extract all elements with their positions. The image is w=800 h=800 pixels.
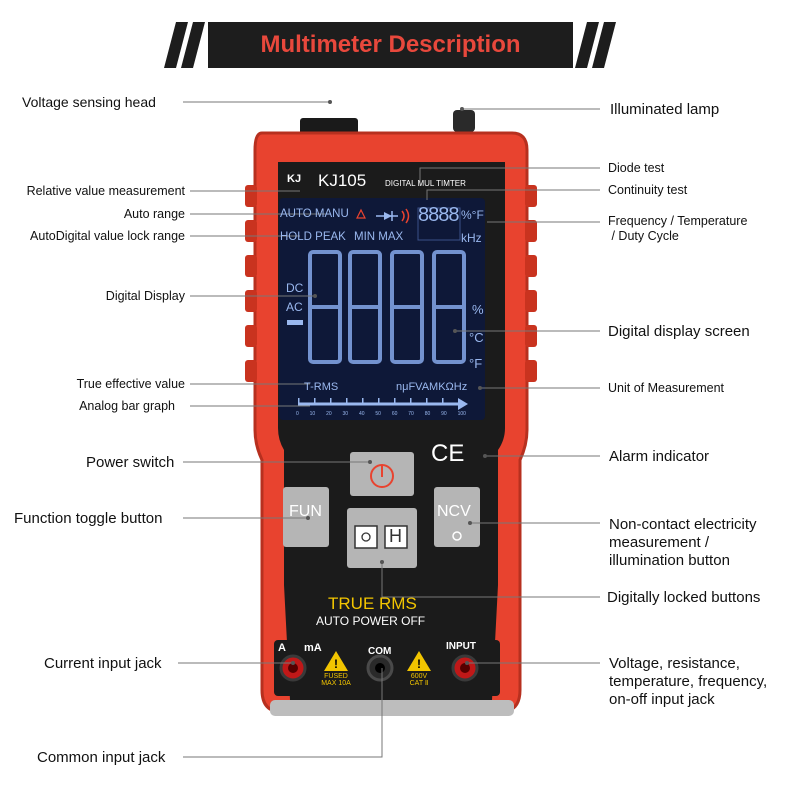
label-auto-range: Auto range [123, 207, 185, 221]
label-analog-bar: Analog bar graph [79, 399, 175, 413]
auto-power-off-label: AUTO POWER OFF [316, 614, 426, 628]
page-title: Multimeter Description [260, 31, 521, 58]
svg-text:!: ! [417, 657, 421, 671]
label-unit-measurement: Unit of Measurement [608, 381, 725, 395]
jack-a-label: A [278, 642, 286, 654]
label-digitally-locked: Digitally locked buttons [607, 589, 761, 606]
label-relative-value: Relative value measurement [26, 184, 185, 198]
label-current-input: Current input jack [44, 655, 162, 672]
model-name: KJ105 [318, 171, 367, 190]
lcd-celsius: °C [469, 330, 484, 345]
svg-text:!: ! [334, 657, 338, 671]
illuminated-lamp [453, 110, 475, 132]
title-banner [208, 22, 573, 68]
lcd-pct-f: %°F [461, 208, 484, 222]
fun-button[interactable] [283, 487, 329, 547]
warning-icon [407, 651, 431, 671]
hold-button[interactable] [347, 508, 417, 568]
ce-mark: CE [431, 440, 465, 467]
label-true-effective: True effective value [76, 377, 185, 391]
lamp-icon [452, 531, 462, 541]
lcd-trms: T-RMS [304, 381, 339, 393]
label-alarm-indicator: Alarm indicator [609, 448, 710, 465]
lcd-auto-manu: AUTO MANU [280, 208, 349, 220]
label-common-input: Common input jack [37, 749, 166, 766]
label-continuity-test: Continuity test [608, 183, 688, 197]
lcd-units: nμFVAMKΩHz [396, 381, 468, 393]
lcd-fahrenheit: °F [469, 356, 483, 371]
lcd-khz: kHz [461, 231, 482, 245]
label-digital-display-screen: Digital display screen [608, 323, 750, 340]
lcd-min-max: MIN MAX [354, 231, 404, 243]
model-subtitle: DIGITAL MUL TIMTER [385, 179, 466, 188]
fun-button-label: FUN [289, 503, 322, 520]
warning-icon [324, 651, 348, 671]
true-rms-label: TRUE RMS [328, 594, 417, 613]
lcd-dc: DC [286, 281, 304, 295]
lcd-pct: % [472, 302, 484, 317]
lcd-ac: AC [286, 300, 303, 314]
ncv-button[interactable] [434, 487, 480, 547]
lcd-small-digits: 8888 [418, 204, 459, 226]
lcd-hold-peak: HOLD PEAK [280, 231, 346, 243]
brand-logo: KJ [287, 173, 302, 185]
label-function-toggle: Function toggle button [14, 510, 163, 527]
jack-input-label: INPUT [446, 641, 476, 652]
hold-button-label: H [389, 526, 402, 546]
label-voltage-sensing-head: Voltage sensing head [22, 94, 156, 110]
jack-ma-label: mA [304, 642, 322, 654]
label-diode-test: Diode test [608, 161, 665, 175]
label-digital-display: Digital Display [105, 289, 185, 303]
jack-com-label: COM [368, 646, 392, 657]
label-freq-temp: Frequency / Temperature / Duty Cycle [608, 214, 748, 243]
label-illuminated-lamp: Illuminated lamp [610, 101, 720, 118]
label-voltage-resistance: Voltage, resistance,temperature, frequen… [609, 655, 768, 708]
banner-stripes [164, 22, 616, 68]
ncv-button-label: NCV [437, 503, 471, 520]
label-autodigital-lock: AutoDigital value lock range [30, 229, 185, 243]
label-power-switch: Power switch [86, 454, 175, 471]
backlight-icon [354, 525, 378, 549]
